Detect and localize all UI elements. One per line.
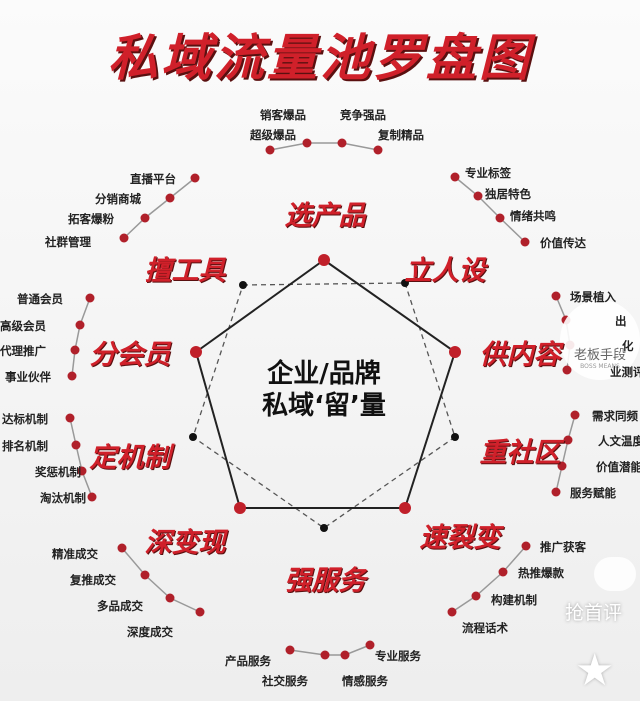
arc-line (123, 177, 196, 239)
item-dot (563, 435, 573, 445)
item-dot (340, 650, 350, 660)
item-dot (473, 191, 483, 201)
item-dot (551, 291, 561, 301)
item-dot (302, 138, 312, 148)
item-dot (520, 237, 530, 247)
center-text: 企业/品牌 私域‘留’量 (262, 358, 386, 422)
item-dot (165, 193, 175, 203)
first-comment-button[interactable]: 抢首评 (565, 602, 623, 624)
item-dot (85, 293, 95, 303)
item-dot (190, 173, 200, 183)
item-dot (71, 440, 81, 450)
item-dot (557, 461, 567, 471)
arc-line (451, 545, 527, 613)
solid-pentagon (194, 258, 457, 509)
arc-line (121, 547, 201, 613)
star-icon[interactable]: ★ (575, 645, 615, 696)
center-line1: 企业/品牌 (267, 359, 381, 389)
item-dot (140, 570, 150, 580)
item-dot (195, 607, 205, 617)
item-dot (285, 645, 295, 655)
vertex-dot (399, 502, 411, 514)
item-dot (471, 591, 481, 601)
item-dot (70, 345, 80, 355)
item-dot (373, 145, 383, 155)
arc-line (289, 644, 371, 656)
vertex-dot (239, 281, 247, 289)
item-dot (570, 410, 580, 420)
vertex-dot (318, 254, 330, 266)
item-dot (87, 492, 97, 502)
chat-bubble-icon[interactable] (594, 557, 636, 591)
item-dot (75, 320, 85, 330)
vertex-dot (451, 433, 459, 441)
item-dot (365, 640, 375, 650)
arc-line (71, 297, 91, 377)
item-dot (117, 543, 127, 553)
center-line2: 私域‘留’量 (262, 391, 386, 421)
item-dot (495, 213, 505, 223)
item-dot (265, 145, 275, 155)
vertex-dot (320, 524, 328, 532)
item-dot (498, 567, 508, 577)
item-dot (320, 650, 330, 660)
vertex-dot (234, 502, 246, 514)
arc-line (69, 417, 93, 498)
arc-line (269, 142, 379, 151)
watermark-logo: 老板手段 BOSS MEANS (560, 300, 640, 380)
item-dot (140, 213, 150, 223)
item-dot (562, 365, 572, 375)
page-title: 私域流量池罗盘图 (108, 29, 532, 87)
vertex-dot (190, 346, 202, 358)
watermark-text: 老板手段 (573, 348, 626, 363)
item-dot (65, 413, 75, 423)
item-dot (67, 371, 77, 381)
item-dot (165, 593, 175, 603)
item-dot (119, 233, 129, 243)
item-dot (551, 487, 561, 497)
item-dot (337, 138, 347, 148)
vertex-dot (401, 279, 409, 287)
watermark-sub: BOSS MEANS (580, 363, 620, 370)
vertex-dot (449, 346, 461, 358)
arc-line (555, 414, 576, 493)
item-dot (77, 466, 87, 476)
item-dot (450, 172, 460, 182)
vertex-dot (189, 433, 197, 441)
dashed-pentagon (192, 282, 456, 529)
item-dot (447, 607, 457, 617)
item-dot (521, 541, 531, 551)
arc-line (454, 176, 526, 243)
